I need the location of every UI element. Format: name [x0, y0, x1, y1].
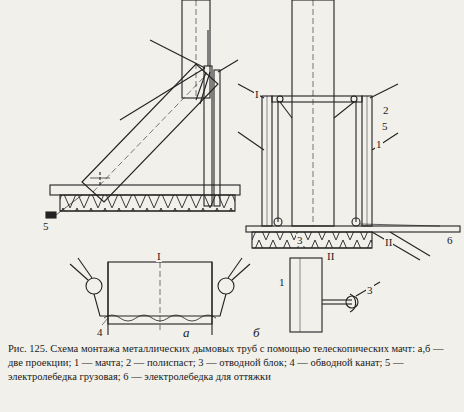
callout-number: 5: [42, 220, 50, 232]
callout-number: 3: [296, 234, 304, 246]
callout-number: 5: [381, 120, 389, 132]
callout-number: 1: [375, 138, 383, 150]
detail-marker: II: [384, 236, 393, 248]
callout-number: 4: [96, 326, 104, 338]
view-letter: а: [182, 326, 191, 340]
detail-marker: I: [156, 250, 162, 262]
figure-caption: Рис. 125. Схема монтажа металлических ды…: [8, 342, 454, 384]
callout-number: 1: [278, 276, 286, 288]
view-letter: б: [252, 326, 261, 340]
callout-number: 3: [366, 284, 374, 296]
detail-marker: II: [326, 250, 335, 262]
callout-number: 2: [382, 104, 390, 116]
detail-marker: I: [254, 88, 260, 100]
callout-number: 6: [446, 234, 454, 246]
